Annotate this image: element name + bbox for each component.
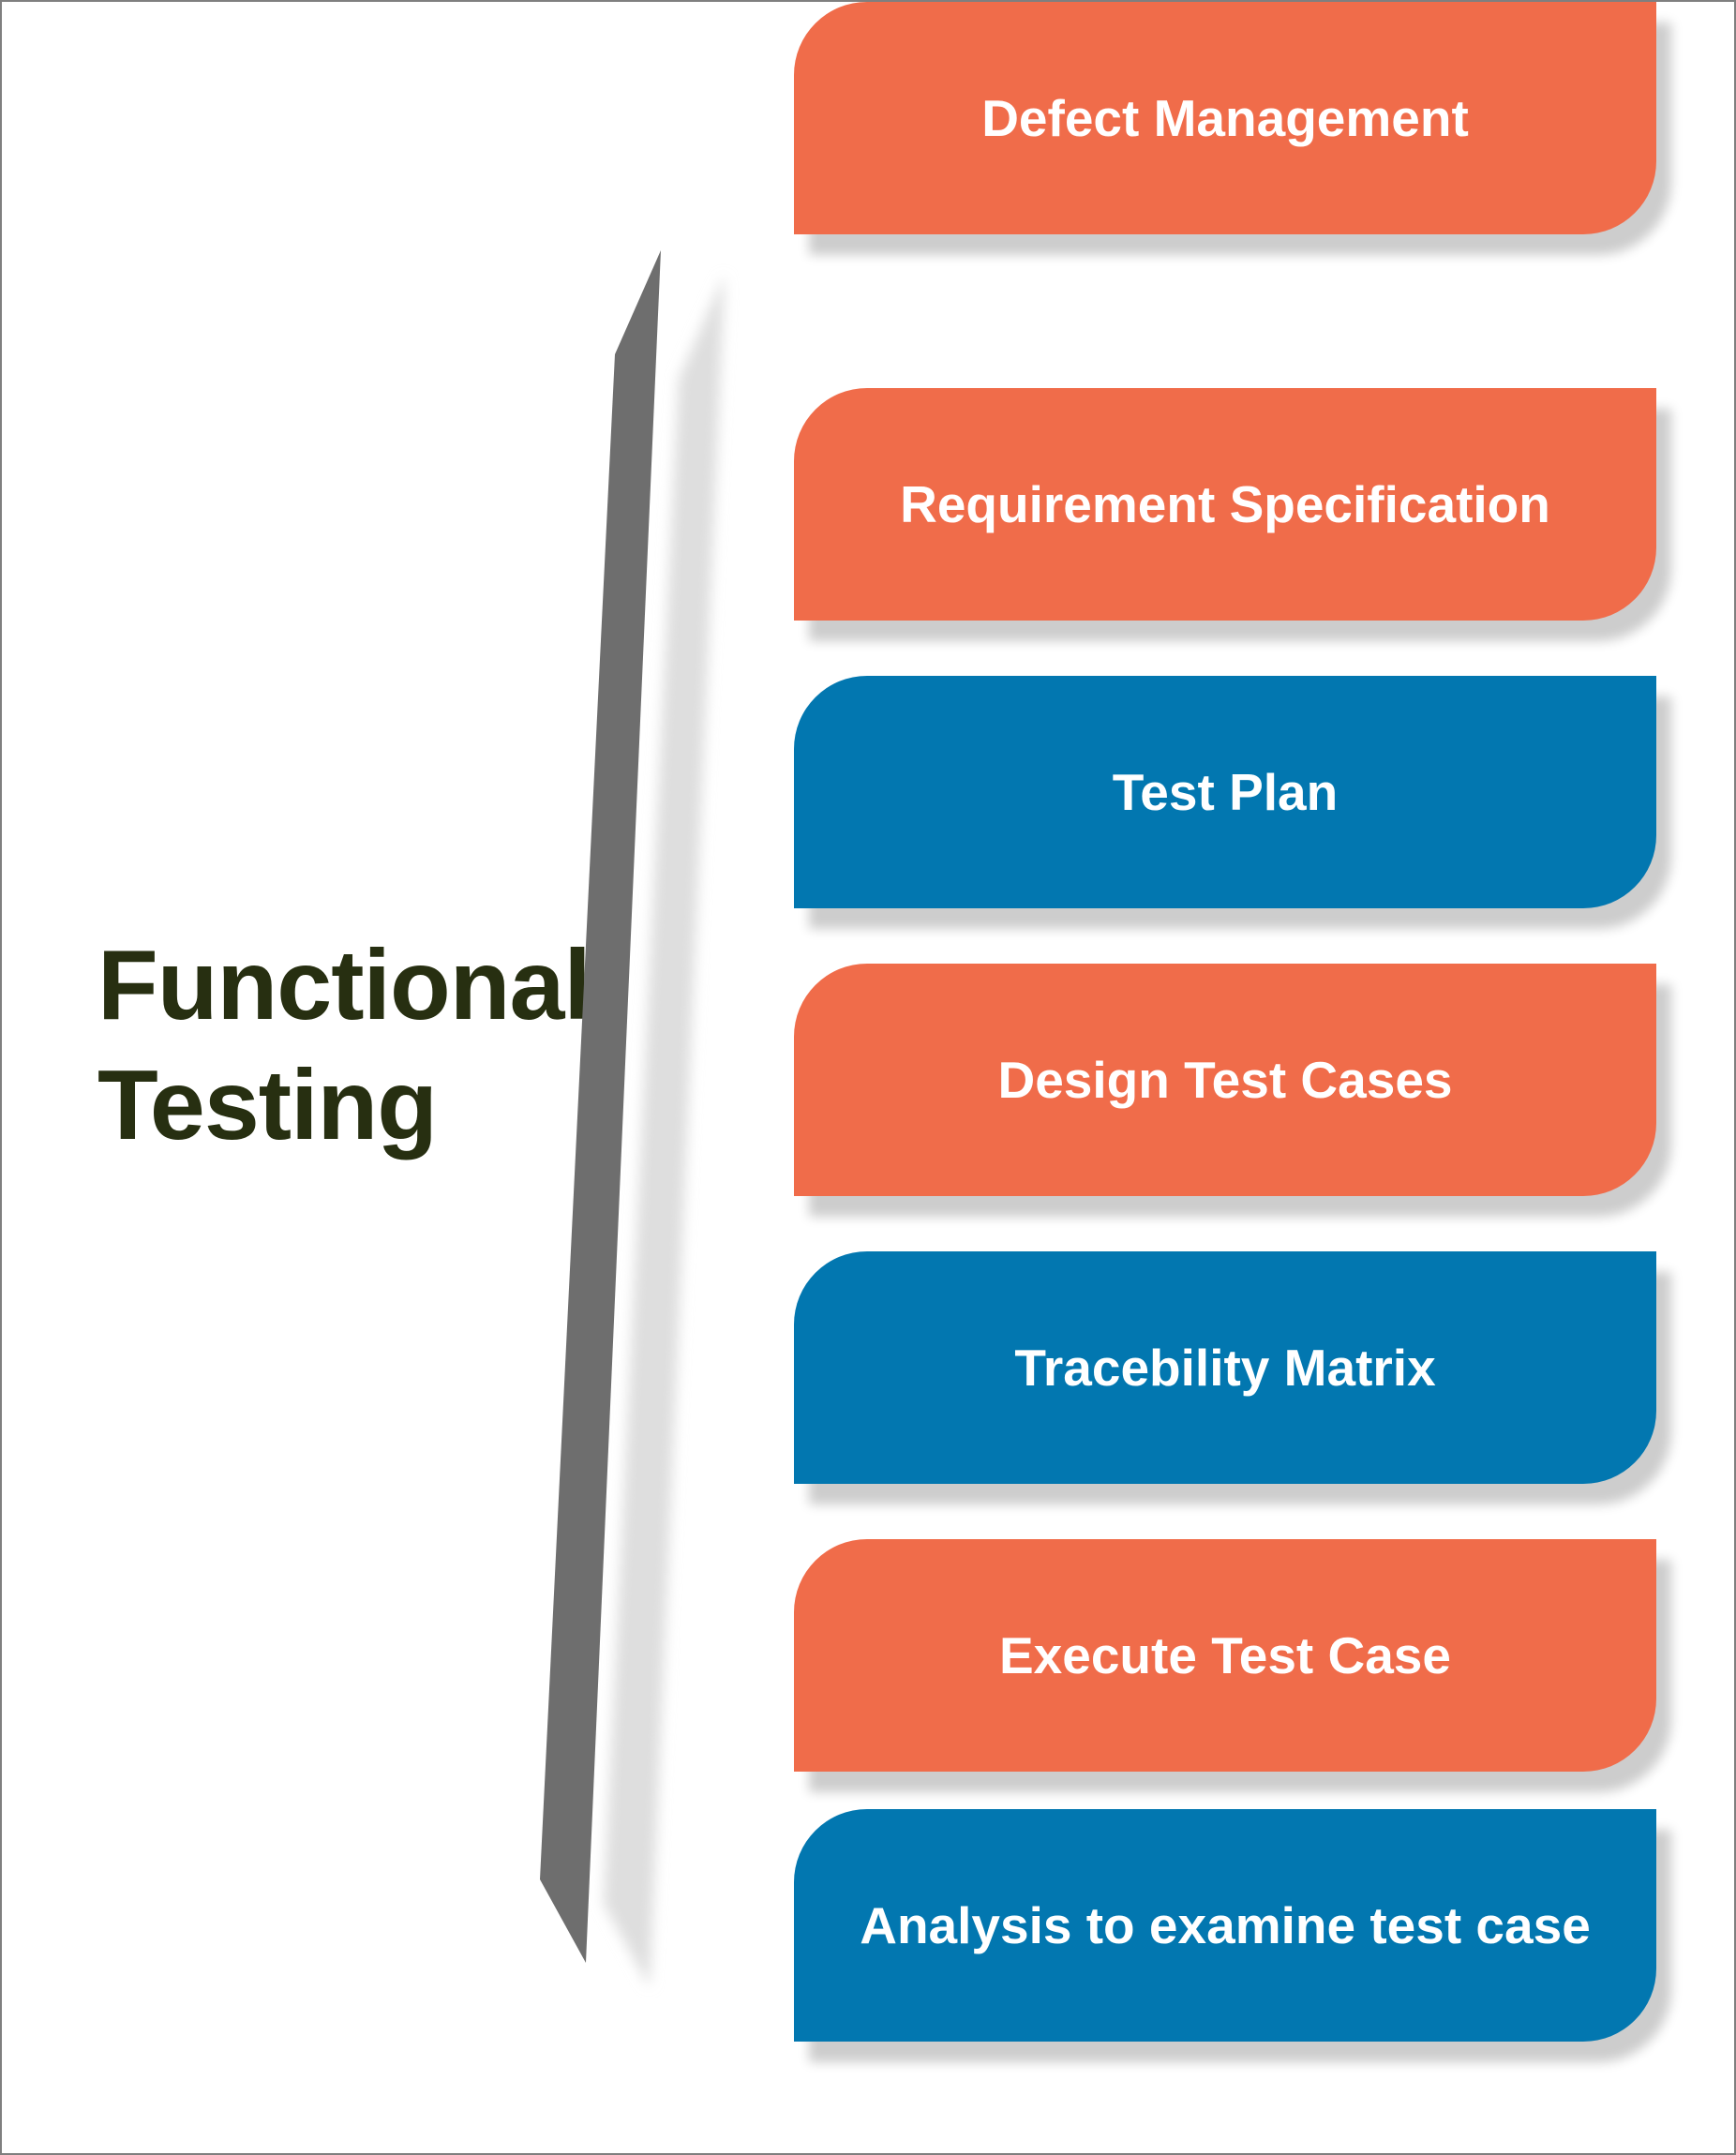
step-label: Analysis to examine test case: [860, 1896, 1591, 1954]
step-box-requirement-specification: Requirement Specification: [794, 388, 1656, 621]
step-box-execute-test-case: Execute Test Case: [794, 1539, 1656, 1772]
step-label: Test Plan: [1112, 763, 1339, 821]
step-label: Tracebility Matrix: [1014, 1339, 1436, 1397]
step-box-design-test-cases: Design Test Cases: [794, 964, 1656, 1196]
step-label: Execute Test Case: [998, 1626, 1451, 1684]
step-box-analysis-to-examine-test-case: Analysis to examine test case: [794, 1809, 1656, 2042]
step-box-tracebility-matrix: Tracebility Matrix: [794, 1251, 1656, 1484]
divider-bar-shadow: [604, 275, 725, 1987]
step-box-test-plan: Test Plan: [794, 676, 1656, 908]
step-label: Design Test Cases: [997, 1051, 1453, 1109]
step-box-defect-management: Defect Management: [794, 2, 1656, 234]
step-label: Defect Management: [981, 89, 1469, 147]
page-title: Functional Testing: [97, 930, 591, 1161]
step-label: Requirement Specification: [900, 475, 1550, 533]
